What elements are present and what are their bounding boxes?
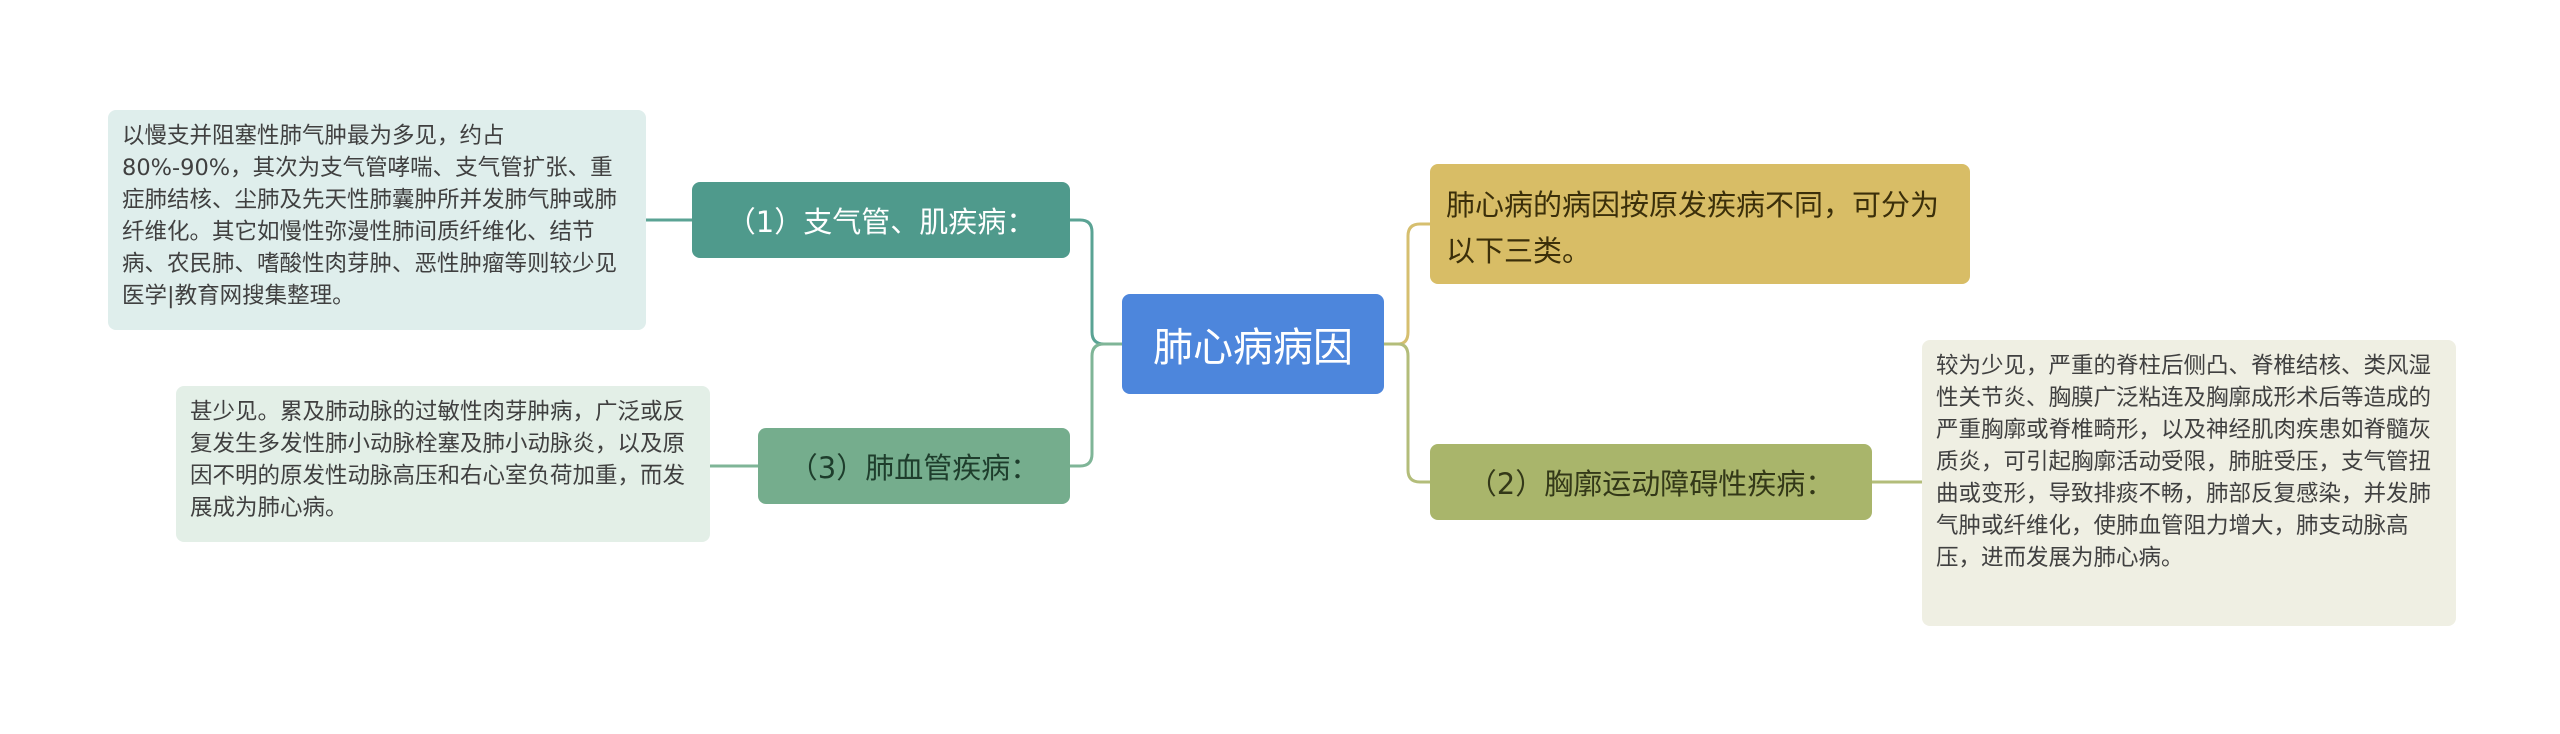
link-center-b1 — [1070, 218, 1122, 346]
branch-pulmonary-vascular-disease[interactable]: （3）肺血管疾病： — [758, 428, 1070, 504]
central-topic-label: 肺心病病因 — [1153, 325, 1353, 371]
branch-label: （2）胸廓运动障碍性疾病： — [1467, 467, 1835, 501]
leaf-thoracic-movement-detail[interactable]: 较为少见，严重的脊柱后侧凸、脊椎结核、类风湿性关节炎、胸膜广泛粘连及胸廓成形术后… — [1922, 340, 2456, 626]
leaf-pulmonary-vascular-detail[interactable]: 甚少见。累及肺动脉的过敏性肉芽肿病，广泛或反复发生多发性肺小动脉栓塞及肺小动脉炎… — [176, 386, 710, 542]
leaf-text: 较为少见，严重的脊柱后侧凸、脊椎结核、类风湿性关节炎、胸膜广泛粘连及胸廓成形术后… — [1936, 353, 2432, 571]
link-center-b3 — [1070, 342, 1122, 468]
leaf-text: 以慢支并阻塞性肺气肿最为多见，约占80%-90%，其次为支气管哮喘、支气管扩张、… — [122, 123, 618, 309]
branch-thoracic-movement-disorder[interactable]: （2）胸廓运动障碍性疾病： — [1430, 444, 1872, 520]
branch-label: （1）支气管、肌疾病： — [726, 205, 1036, 239]
leaf-bronchial-disease-detail[interactable]: 以慢支并阻塞性肺气肿最为多见，约占80%-90%，其次为支气管哮喘、支气管扩张、… — [108, 110, 646, 330]
central-topic[interactable]: 肺心病病因 — [1122, 294, 1384, 394]
branch-bronchial-disease[interactable]: （1）支气管、肌疾病： — [692, 182, 1070, 258]
link-center-intro — [1384, 222, 1430, 346]
branch-label: （3）肺血管疾病： — [788, 451, 1040, 485]
intro-node[interactable]: 肺心病的病因按原发疾病不同，可分为以下三类。 — [1430, 164, 1970, 284]
leaf-text: 甚少见。累及肺动脉的过敏性肉芽肿病，广泛或反复发生多发性肺小动脉栓塞及肺小动脉炎… — [190, 399, 686, 521]
link-center-b2 — [1384, 342, 1430, 484]
intro-text: 肺心病的病因按原发疾病不同，可分为以下三类。 — [1446, 188, 1940, 268]
